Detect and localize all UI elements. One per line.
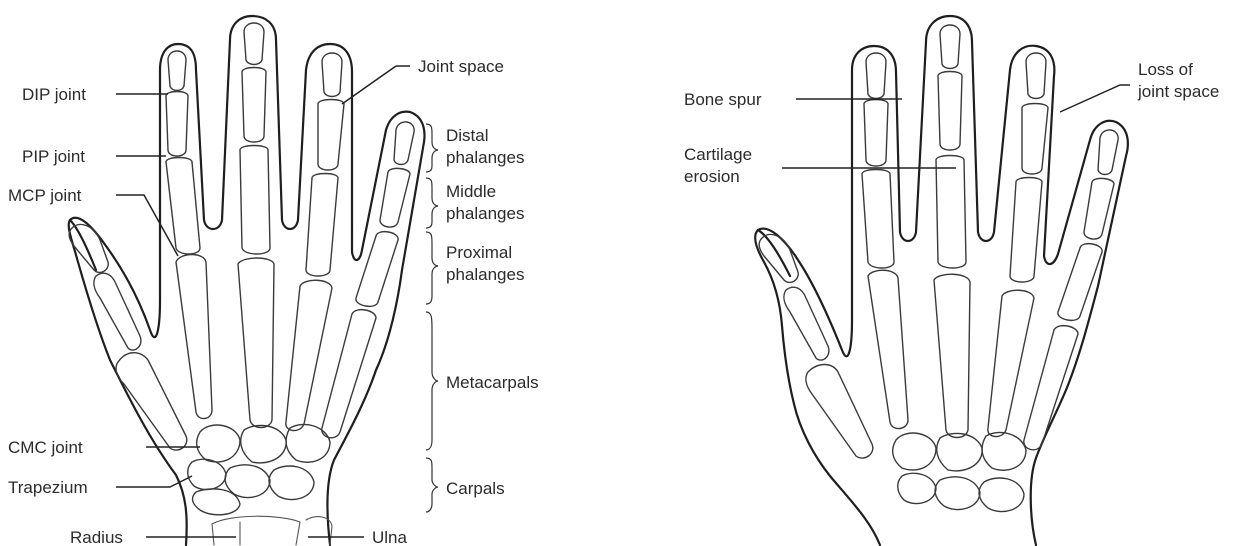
label-cartilage-erosion-line2: erosion (684, 167, 740, 186)
label-dip-joint: DIP joint (22, 85, 86, 104)
label-distal-phalanges-line1: Distal (446, 126, 489, 145)
label-mcp-joint: MCP joint (8, 186, 82, 205)
label-loss-of-joint-space-line2: joint space (1137, 82, 1219, 101)
label-middle-phalanges-line2: phalanges (446, 204, 524, 223)
arthritic-hand-drawing (755, 16, 1128, 545)
normal-hand-drawing (69, 16, 425, 545)
label-radius: Radius (70, 528, 123, 546)
label-proximal-phalanges-line2: phalanges (446, 265, 524, 284)
label-loss-of-joint-space-line1: Loss of (1138, 60, 1193, 79)
label-metacarpals: Metacarpals (446, 373, 539, 392)
label-bone-spur: Bone spur (684, 90, 762, 109)
label-ulna: Ulna (372, 528, 408, 546)
label-carpals: Carpals (446, 479, 505, 498)
label-proximal-phalanges-line1: Proximal (446, 243, 512, 262)
label-joint-space: Joint space (418, 57, 504, 76)
label-cmc-joint: CMC joint (8, 438, 83, 457)
label-pip-joint: PIP joint (22, 147, 85, 166)
label-trapezium: Trapezium (8, 478, 88, 497)
region-brackets (426, 124, 438, 512)
label-distal-phalanges-line2: phalanges (446, 148, 524, 167)
label-cartilage-erosion-line1: Cartilage (684, 145, 752, 164)
arthritic-hand-labels: Bone spur Cartilage erosion Loss of join… (684, 60, 1219, 186)
label-middle-phalanges-line1: Middle (446, 182, 496, 201)
